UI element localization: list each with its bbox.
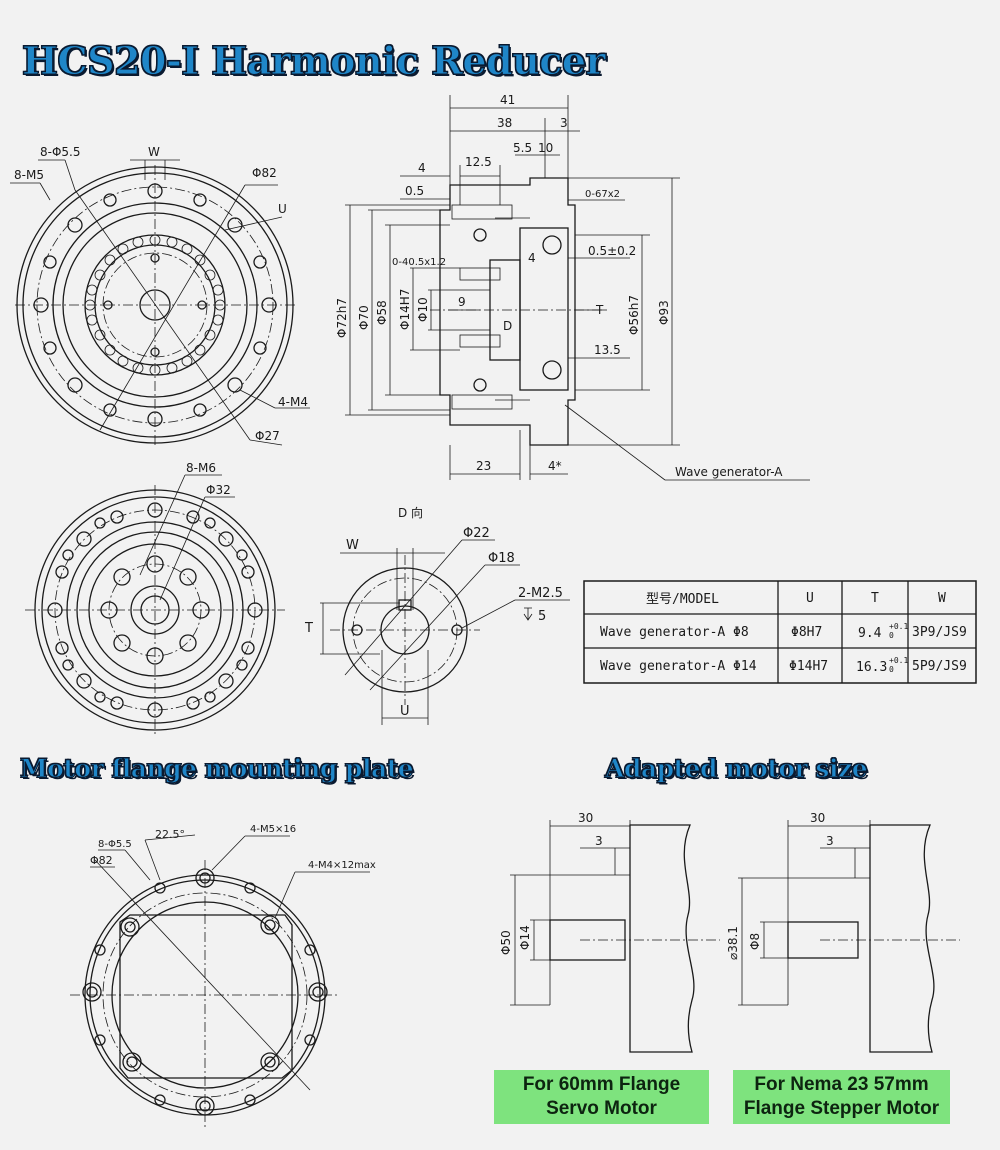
servo-motor-view: 30 3 Φ50 Φ14 [499, 811, 720, 1053]
d-view-dim-phi18: Φ18 [488, 551, 515, 566]
dim-u: U [278, 202, 287, 216]
d-view-dim-w: W [346, 538, 359, 553]
stepper-dim-30: 30 [810, 811, 825, 825]
front-view: 8-Φ5.5 8-M5 W Φ82 U 4-M4 Φ27 [10, 145, 310, 446]
dim-4-m4: 4-M4 [278, 395, 308, 409]
d-view-dim-t: T [304, 621, 313, 636]
dim-t-section: T [595, 303, 604, 317]
table-row1-t-upper: +0.1 [889, 622, 908, 631]
dim-4-inner: 4 [528, 251, 536, 265]
servo-dim-phi14: Φ14 [518, 925, 532, 950]
dim-phi56h7: Φ56h7 [627, 295, 641, 335]
dim-4-star: 4* [548, 459, 562, 473]
dim-phi82: Φ82 [252, 166, 277, 180]
d-view-dim-u: U [400, 704, 410, 719]
dim-phi93: Φ93 [657, 300, 671, 325]
table-row1-u: Φ8H7 [791, 625, 822, 640]
main-title: HCS20-I Harmonic Reducer [21, 38, 606, 84]
servo-dim-30: 30 [578, 811, 593, 825]
dim-phi72h7: Φ72h7 [335, 298, 349, 338]
dim-41: 41 [500, 93, 515, 107]
stepper-motor-label: For Nema 23 57mm Flange Stepper Motor [733, 1070, 950, 1124]
table-row1-w: 3P9/JS9 [912, 625, 967, 640]
flange-dim-angle: 22.5° [155, 828, 185, 841]
dim-phi27: Φ27 [255, 429, 280, 443]
dim-13-5: 13.5 [594, 343, 621, 357]
table-row1-t: 9.4 [858, 626, 882, 641]
stepper-dim-phi8: Φ8 [748, 933, 762, 950]
servo-motor-label: For 60mm Flange Servo Motor [494, 1070, 709, 1124]
dim-5-5: 5.5 [513, 141, 532, 155]
servo-label-line2: Servo Motor [546, 1098, 657, 1119]
front-view-bearing-rollers [84, 234, 226, 376]
dim-oring-40: 0-40.5x1.2 [392, 257, 446, 268]
rear-view: 8-M6 Φ32 [25, 461, 285, 735]
flange-dim-4-m5: 4-M5×16 [250, 824, 296, 835]
table-row2-u: Φ14H7 [789, 659, 828, 674]
dim-8-phi5-5: 8-Φ5.5 [40, 145, 81, 159]
table-header-u: U [806, 591, 814, 606]
stepper-label-line2: Flange Stepper Motor [743, 1098, 940, 1119]
dim-8-m6: 8-M6 [186, 461, 216, 475]
stepper-dim-dia38-1: ⌀38.1 [726, 926, 740, 960]
dim-23: 23 [476, 459, 491, 473]
table-row2-t-upper: +0.1 [889, 656, 908, 665]
servo-dim-phi50: Φ50 [499, 930, 513, 955]
dim-phi14h7: Φ14H7 [398, 289, 412, 330]
dim-oring-67: 0-67x2 [585, 189, 620, 200]
motor-size-title: Adapted motor size [604, 754, 868, 784]
dim-3: 3 [560, 116, 568, 130]
servo-label-line1: For 60mm Flange [522, 1074, 681, 1095]
stepper-dim-3: 3 [826, 834, 834, 848]
table-row2-t-lower: 0 [889, 665, 894, 674]
flange-plate-view: 8-Φ5.5 22.5° 4-M5×16 Φ82 4-M4×12max [70, 824, 376, 1130]
dim-phi32: Φ32 [206, 483, 231, 497]
table-row2-w: 5P9/JS9 [912, 659, 967, 674]
dim-w: W [148, 145, 160, 159]
flange-plate-bolt-holes [82, 868, 328, 1116]
dim-38: 38 [497, 116, 512, 130]
model-table: 型号/MODEL U T W Wave generator-A Φ8 Φ8H7 … [583, 580, 977, 684]
stepper-label-line1: For Nema 23 57mm [754, 1074, 929, 1095]
wave-generator-callout: Wave generator-A [675, 465, 783, 479]
table-header-t: T [871, 591, 879, 606]
servo-dim-3: 3 [595, 834, 603, 848]
section-view: 41 38 3 4 12.5 5.5 10 0.5 0-67x2 Φ72h7 Φ… [335, 93, 810, 481]
table-row2-model: Wave generator-A Φ14 [600, 659, 757, 674]
stepper-motor-view: 30 3 ⌀38.1 Φ8 [726, 811, 960, 1053]
dim-0-5-tol: 0.5±0.2 [588, 244, 636, 258]
dim-phi10: Φ10 [416, 297, 430, 322]
table-header-w: W [938, 591, 946, 606]
dim-12-5: 12.5 [465, 155, 492, 169]
flange-dim-phi82: Φ82 [90, 854, 113, 867]
d-view-dim-phi22: Φ22 [463, 526, 490, 541]
d-view-dim-depth-5: 5 [538, 609, 546, 624]
table-row1-model: Wave generator-A Φ8 [600, 625, 749, 640]
table-row2-t: 16.3 [856, 660, 887, 675]
dim-d: D [503, 319, 512, 333]
dim-4: 4 [418, 161, 426, 175]
table-row1-t-lower: 0 [889, 631, 894, 640]
flange-plate-title: Motor flange mounting plate [19, 754, 414, 784]
table-header-model: 型号/MODEL [646, 592, 719, 607]
dim-phi70: Φ70 [357, 305, 371, 330]
dim-10: 10 [538, 141, 553, 155]
dim-0-5: 0.5 [405, 184, 424, 198]
dim-phi58: Φ58 [375, 300, 389, 325]
d-view: D 向 W Φ22 Φ18 2-M2.5 5 T U [304, 505, 570, 725]
d-view-title: D 向 [398, 505, 423, 520]
d-view-dim-2-m2-5: 2-M2.5 [518, 586, 563, 601]
dim-8-m5: 8-M5 [14, 168, 44, 182]
flange-dim-4-m4: 4-M4×12max [308, 860, 376, 871]
dim-9: 9 [458, 295, 466, 309]
flange-dim-8-phi5-5: 8-Φ5.5 [98, 839, 132, 850]
